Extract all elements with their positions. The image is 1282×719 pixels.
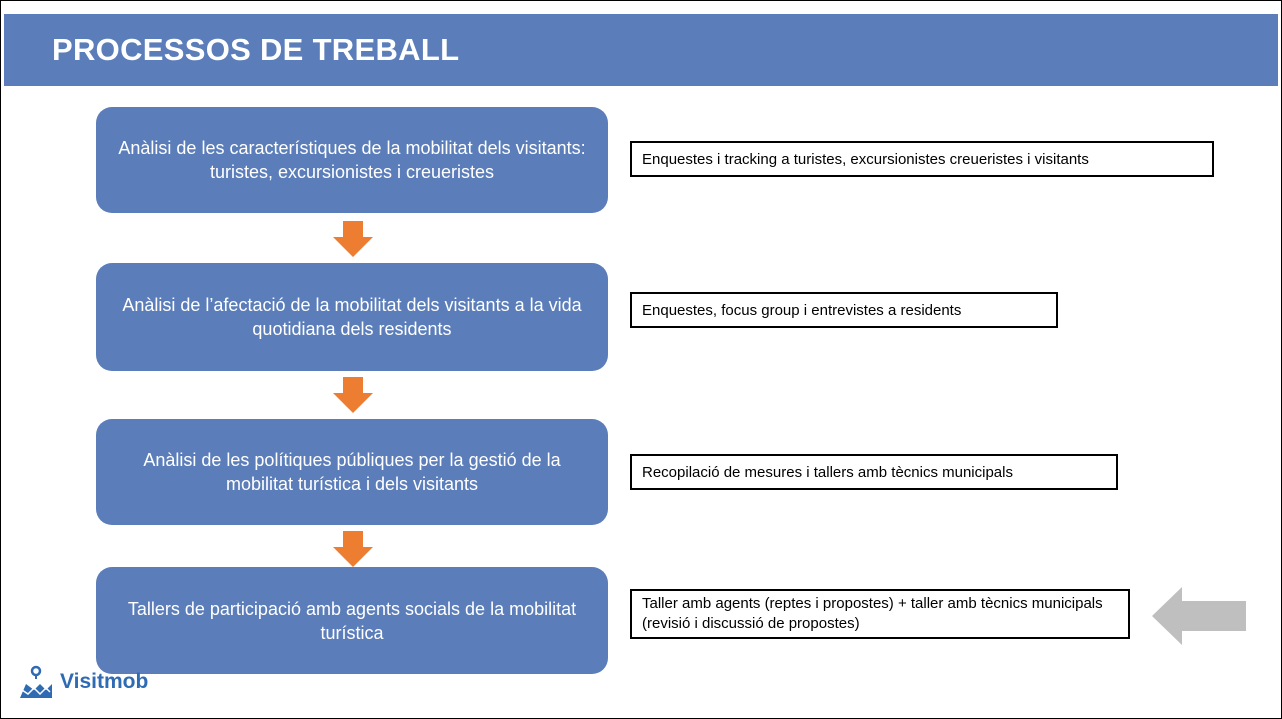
visitmob-logo: Visitmob [18, 664, 148, 700]
left-arrow-icon [1152, 587, 1246, 645]
down-arrow-icon [333, 377, 373, 413]
note-box-1: Enquestes i tracking a turistes, excursi… [630, 141, 1214, 177]
page-title: PROCESSOS DE TREBALL [52, 32, 460, 67]
slide-header: PROCESSOS DE TREBALL [4, 14, 1278, 86]
step-box-2: Anàlisi de l’afectació de la mobilitat d… [96, 263, 608, 371]
map-pin-logo-icon [20, 665, 52, 698]
down-arrow-icon [333, 531, 373, 567]
step-box-1: Anàlisi de les característiques de la mo… [96, 107, 608, 213]
step-box-3: Anàlisi de les polítiques públiques per … [96, 419, 608, 525]
down-arrow-icon [333, 221, 373, 257]
logo-text: Visitmob [60, 670, 149, 693]
step-box-4: Tallers de participació amb agents socia… [96, 567, 608, 674]
note-box-3: Recopilació de mesures i tallers amb tèc… [630, 454, 1118, 490]
note-box-2: Enquestes, focus group i entrevistes a r… [630, 292, 1058, 328]
note-box-4: Taller amb agents (reptes i propostes) +… [630, 589, 1130, 639]
